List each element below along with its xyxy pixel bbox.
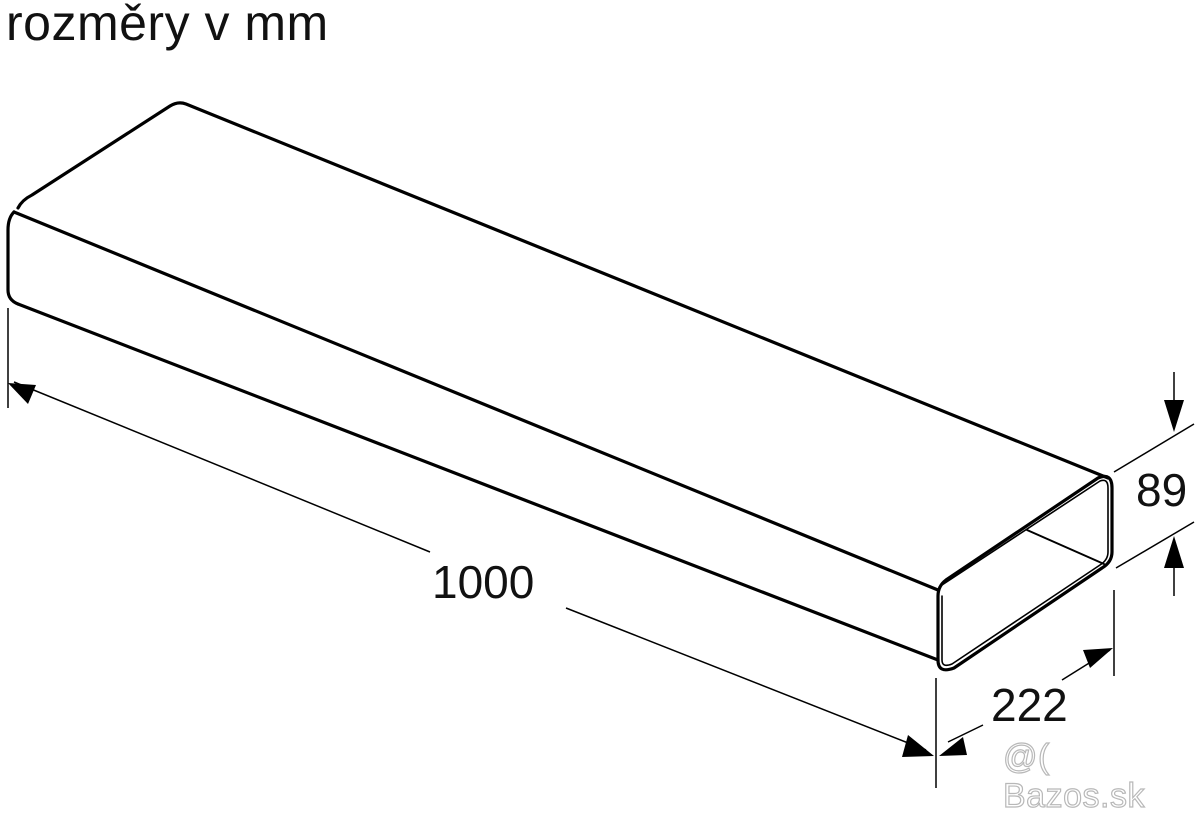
arrowhead-width-left-icon <box>939 737 967 756</box>
dimension-height-label: 89 <box>1136 464 1188 516</box>
duct-drawing <box>6 101 1195 788</box>
arrowhead-left-icon <box>8 383 36 404</box>
dimension-width-label: 222 <box>991 679 1068 731</box>
diagram-title: rozměry v mm <box>6 0 329 51</box>
arrowhead-up-icon <box>1164 536 1184 568</box>
watermark: @( Bazos.sk <box>1002 737 1145 815</box>
dimension-arrowheads <box>8 383 1184 757</box>
arrowhead-right-icon <box>902 735 934 757</box>
arrowhead-down-icon <box>1164 400 1184 432</box>
rectangular-duct-body <box>6 101 1114 672</box>
dimension-length-label: 1000 <box>432 556 535 608</box>
arrowhead-width-right-icon <box>1083 648 1113 668</box>
